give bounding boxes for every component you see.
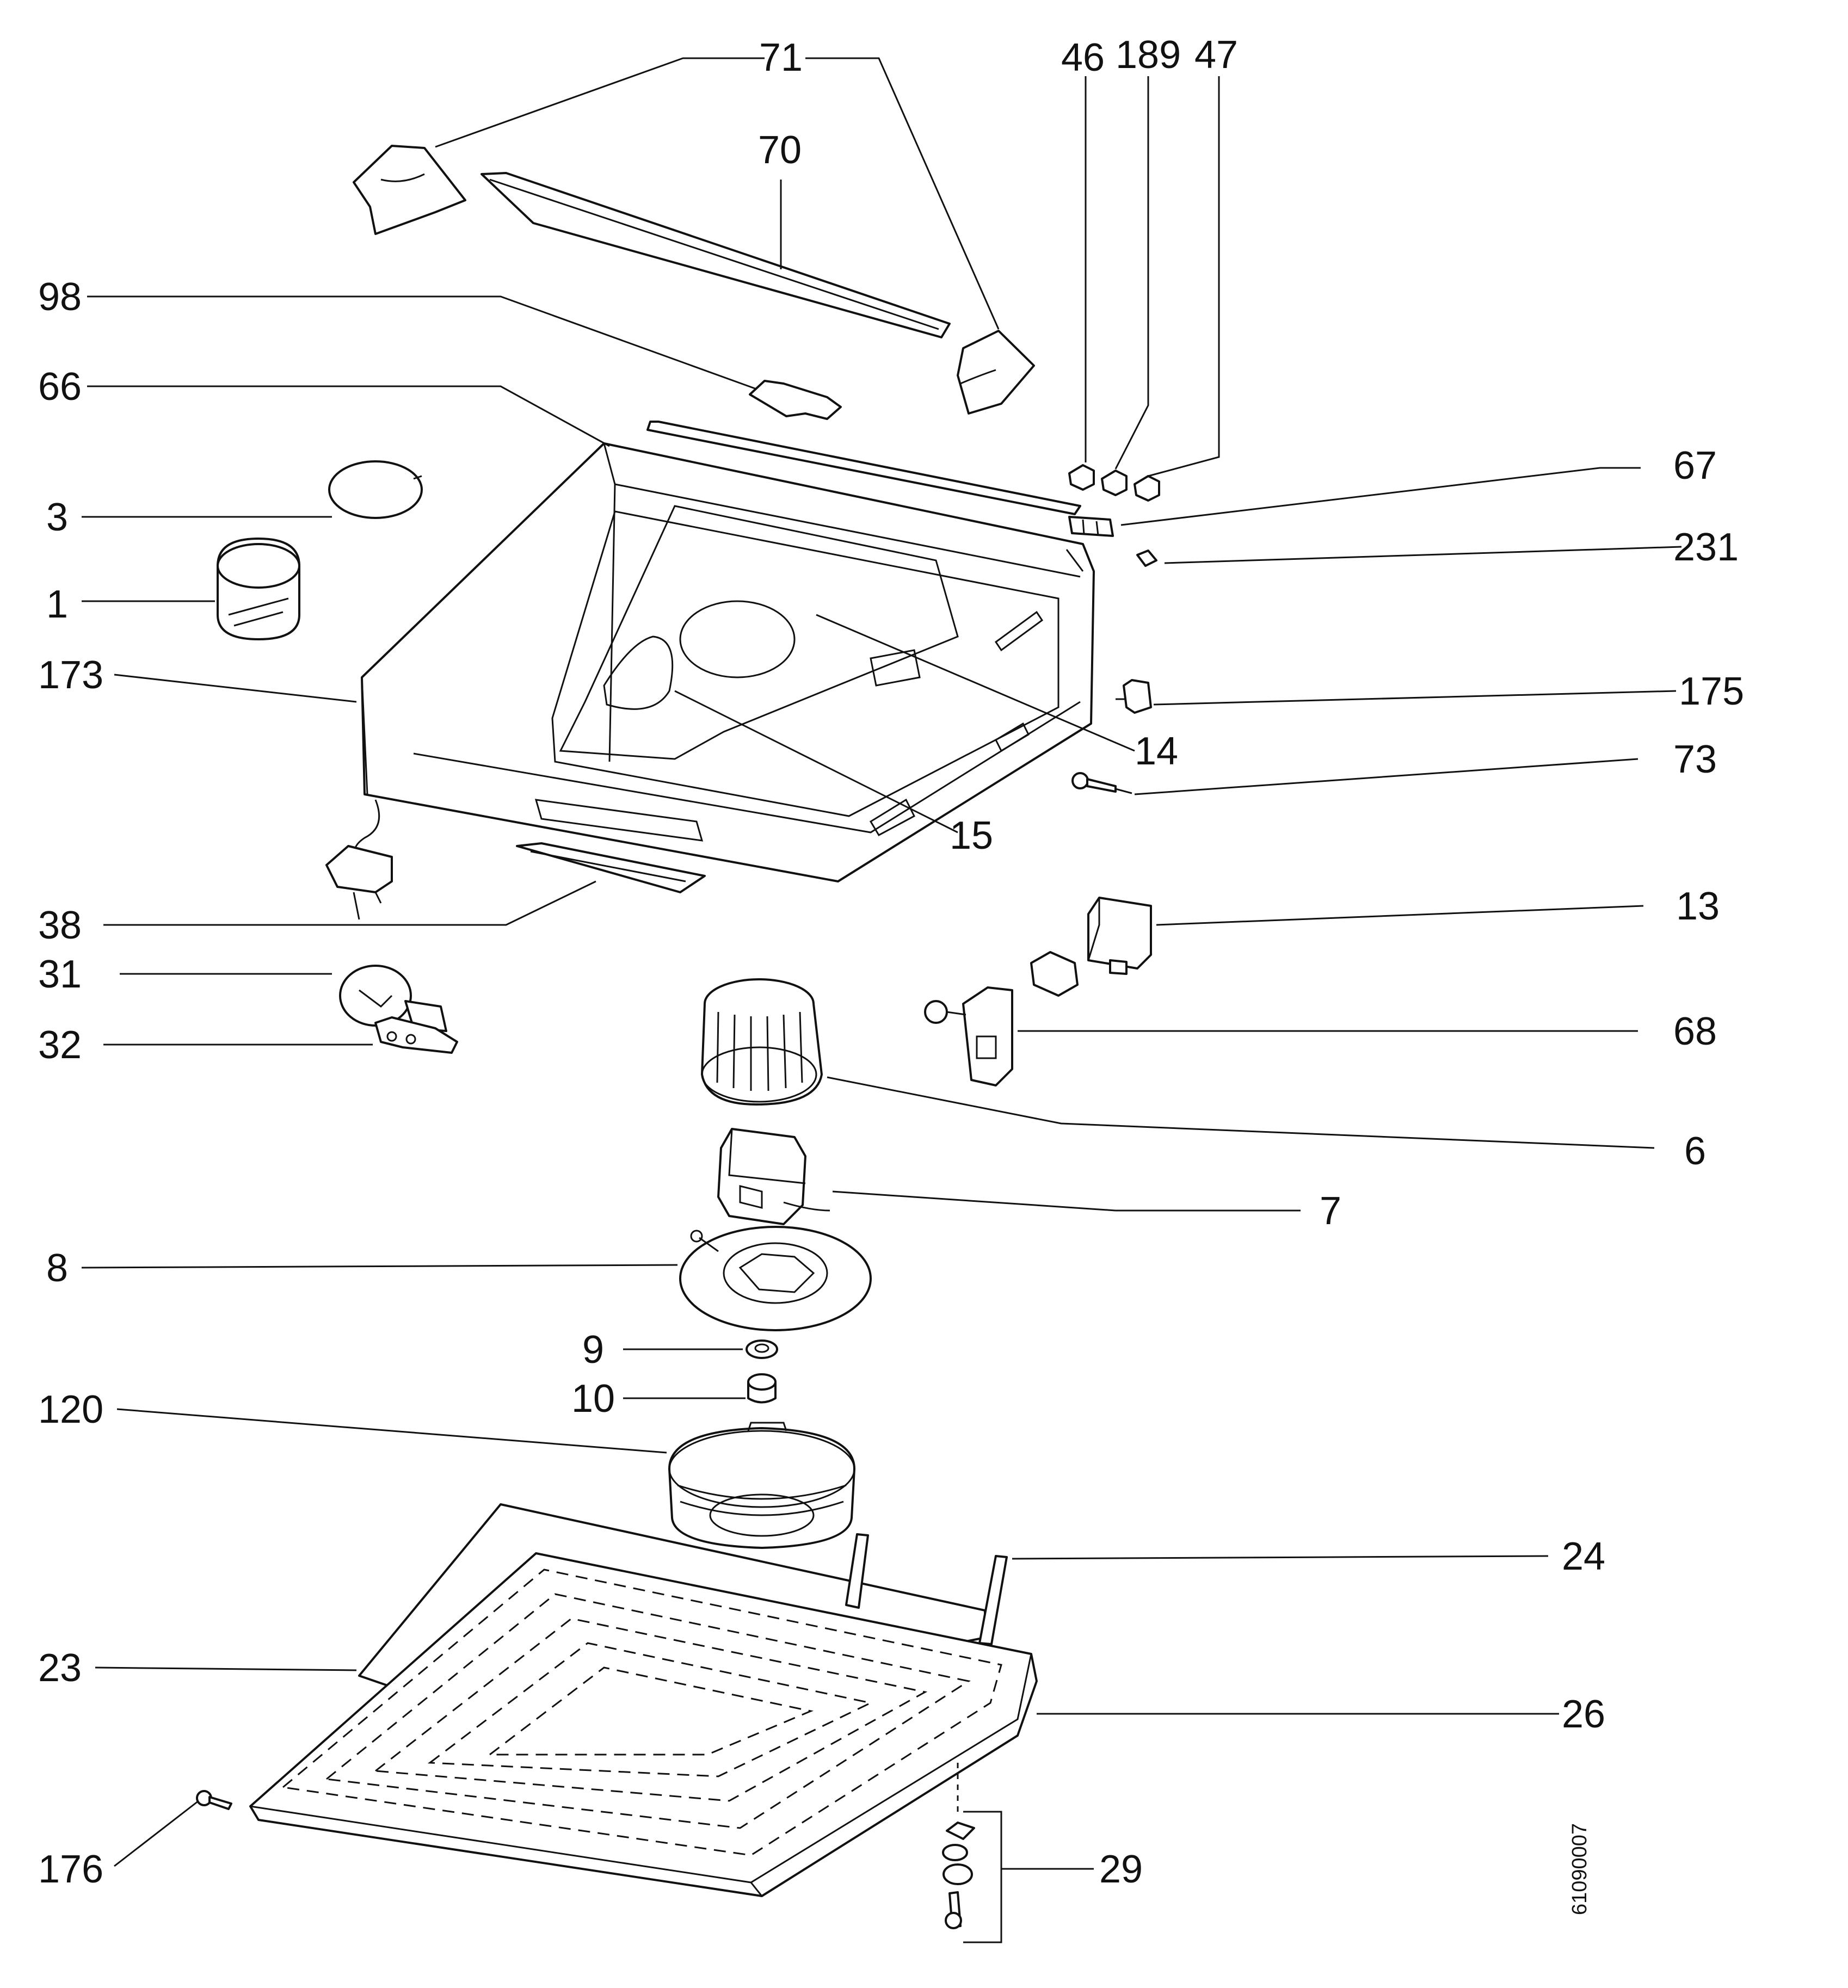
part-71-left-cap [353, 145, 466, 235]
label-47: 47 [1194, 33, 1238, 77]
label-3: 3 [46, 496, 68, 539]
part-1-carbon-filter [217, 538, 300, 640]
label-29: 29 [1099, 1848, 1143, 1891]
label-68: 68 [1673, 1010, 1717, 1053]
part-24-support-rods [845, 1533, 1008, 1645]
label-98: 98 [38, 275, 82, 319]
part-10-spacer [747, 1373, 777, 1404]
drawing-code: 61090007 [1568, 1823, 1591, 1915]
part-29-fastener-set [942, 1763, 1002, 1943]
part-175-connector [1116, 679, 1152, 714]
label-10: 10 [571, 1377, 615, 1421]
part-231-indicator [1136, 550, 1157, 567]
part-68-switch-assembly [924, 986, 1013, 1086]
part-173-hood-housing [361, 442, 1095, 882]
label-23: 23 [38, 1646, 82, 1690]
part-7-motor [717, 1128, 830, 1225]
label-70: 70 [758, 128, 802, 172]
label-173: 173 [38, 653, 103, 697]
part-73-screw [1071, 772, 1132, 794]
part-120-fan-housing [668, 1422, 855, 1549]
part-98-bracket [749, 380, 842, 420]
part-6-blower-wheel [701, 978, 823, 1106]
terminal-block [1030, 951, 1079, 997]
part-38-lamp-cover [516, 842, 706, 893]
power-cord-plug [325, 799, 393, 920]
label-1: 1 [46, 583, 68, 626]
label-7: 7 [1320, 1189, 1341, 1233]
part-26-grease-filter [249, 1552, 1038, 1897]
label-176: 176 [38, 1848, 103, 1891]
label-6: 6 [1684, 1129, 1706, 1173]
part-176-screw [196, 1790, 232, 1810]
part-13-capacitor [1087, 897, 1152, 975]
label-189: 189 [1116, 33, 1181, 77]
label-67: 67 [1673, 444, 1717, 487]
part-70-grease-strip [481, 172, 951, 338]
part-46-knob [1068, 464, 1095, 491]
part-71-right-cap [957, 330, 1035, 415]
label-24: 24 [1562, 1535, 1605, 1578]
part-189-knob [1101, 470, 1128, 496]
label-8: 8 [46, 1246, 68, 1290]
label-231: 231 [1673, 526, 1739, 569]
label-32: 32 [38, 1023, 82, 1067]
label-9: 9 [582, 1328, 604, 1372]
label-71: 71 [759, 36, 803, 79]
label-175: 175 [1679, 670, 1744, 713]
leader-lines [81, 57, 1682, 1870]
part-47-knob [1134, 475, 1160, 502]
label-120: 120 [38, 1388, 103, 1431]
label-46: 46 [1061, 36, 1105, 79]
label-31: 31 [38, 953, 82, 996]
label-66: 66 [38, 365, 82, 409]
part-32-lamp-holder [374, 1016, 458, 1054]
label-26: 26 [1562, 1693, 1605, 1736]
label-13: 13 [1676, 885, 1720, 928]
part-67-switch-panel [1068, 516, 1114, 537]
part-8-motor-plate [679, 1226, 872, 1331]
part-3-filter-disc [328, 460, 423, 519]
label-15: 15 [950, 814, 993, 857]
label-73: 73 [1673, 738, 1717, 781]
part-9-nut [746, 1339, 778, 1359]
label-14: 14 [1135, 730, 1178, 773]
part-66-trim-strip [646, 421, 1081, 515]
label-38: 38 [38, 904, 82, 947]
part-labels: 71 70 46 189 47 98 66 67 3 231 1 173 175… [38, 33, 1744, 1915]
